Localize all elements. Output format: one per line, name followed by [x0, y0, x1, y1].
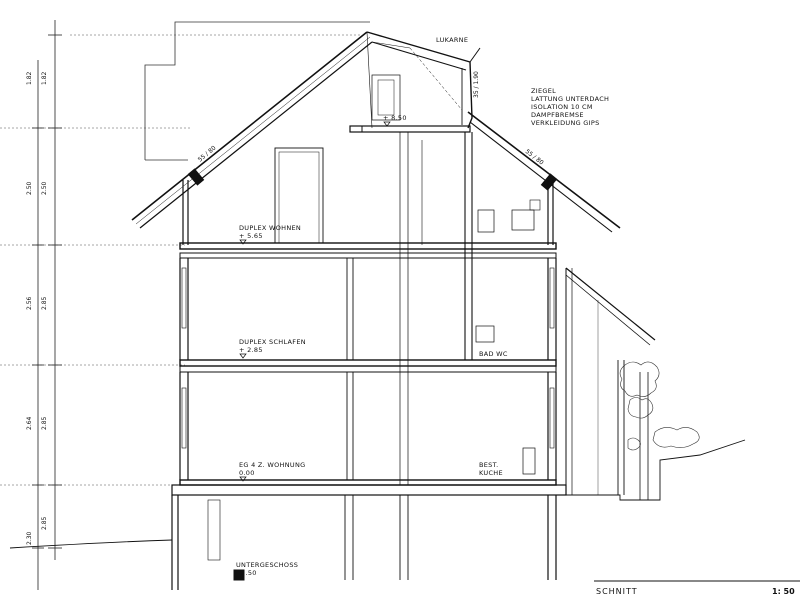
eg-wohnung-label: EG 4 Z. WOHNUNG — [239, 461, 305, 469]
dimension-chain — [0, 20, 360, 590]
neighbour-outline — [144, 21, 370, 161]
annex-canopy — [565, 267, 656, 500]
duplex-schlafen-label: DUPLEX SCHLAFEN — [239, 338, 306, 346]
attic-level-label: + 8.50 — [383, 114, 407, 122]
dim-outer-5: 1.82 — [41, 71, 48, 85]
basement — [9, 439, 746, 590]
best-label: BEST. — [479, 461, 498, 469]
roof — [131, 31, 621, 233]
lukarne-label: LUKARNE — [436, 36, 468, 44]
bad-wc-label: BAD WC — [479, 350, 508, 358]
roof-buildup-line-2: LATTUNG UNTERDACH — [531, 95, 609, 103]
room-labels: LUKARNE ZIEGEL LATTUNG UNTERDACH ISOLATI… — [197, 36, 609, 577]
vegetation — [619, 361, 700, 451]
walls — [171, 74, 567, 496]
dim-inner-1: 2.30 — [26, 531, 33, 545]
dormer-dim-label: 35 / 1.90 — [473, 71, 480, 98]
dim-outer-2: 2.85 — [41, 416, 48, 430]
level-markers — [239, 121, 391, 482]
dimension-labels-outer: 2.85 2.85 2.85 2.50 1.82 — [41, 71, 48, 530]
eg-level-label: 0.00 — [239, 469, 255, 477]
roof-buildup-line-3: ISOLATION 10 CM — [531, 103, 593, 111]
roof-buildup-line-1: ZIEGEL — [531, 87, 556, 95]
dim-outer-4: 2.50 — [41, 181, 48, 195]
kuche-label: KUCHE — [479, 469, 503, 477]
duplex-wohnen-level: + 5.65 — [239, 232, 263, 240]
roof-buildup-line-4: DAMPFBREMSE — [531, 111, 584, 119]
dim-outer-1: 2.85 — [41, 516, 48, 530]
dim-inner-2: 2.64 — [26, 416, 33, 430]
untergeschoss-label: UNTERGESCHOSS — [236, 561, 298, 569]
drawing-title: SCHNITT — [596, 587, 638, 596]
title-block: SCHNITT 1: 50 — [594, 580, 800, 596]
duplex-schlafen-level: + 2.85 — [239, 346, 263, 354]
dim-inner-4: 2.50 — [26, 181, 33, 195]
dim-inner-3: 2.56 — [26, 296, 33, 310]
duplex-wohnen-label: DUPLEX WOHNEN — [239, 224, 301, 232]
dim-inner-5: 1.82 — [26, 71, 33, 85]
drawing-scale: 1: 50 — [772, 587, 795, 596]
dimension-labels-inner: 2.30 2.64 2.56 2.50 1.82 — [26, 71, 33, 545]
untergeschoss-level: - 2.50 — [236, 569, 257, 577]
roof-buildup-line-5: VERKLEIDUNG GIPS — [531, 119, 600, 127]
dim-outer-3: 2.85 — [41, 296, 48, 310]
